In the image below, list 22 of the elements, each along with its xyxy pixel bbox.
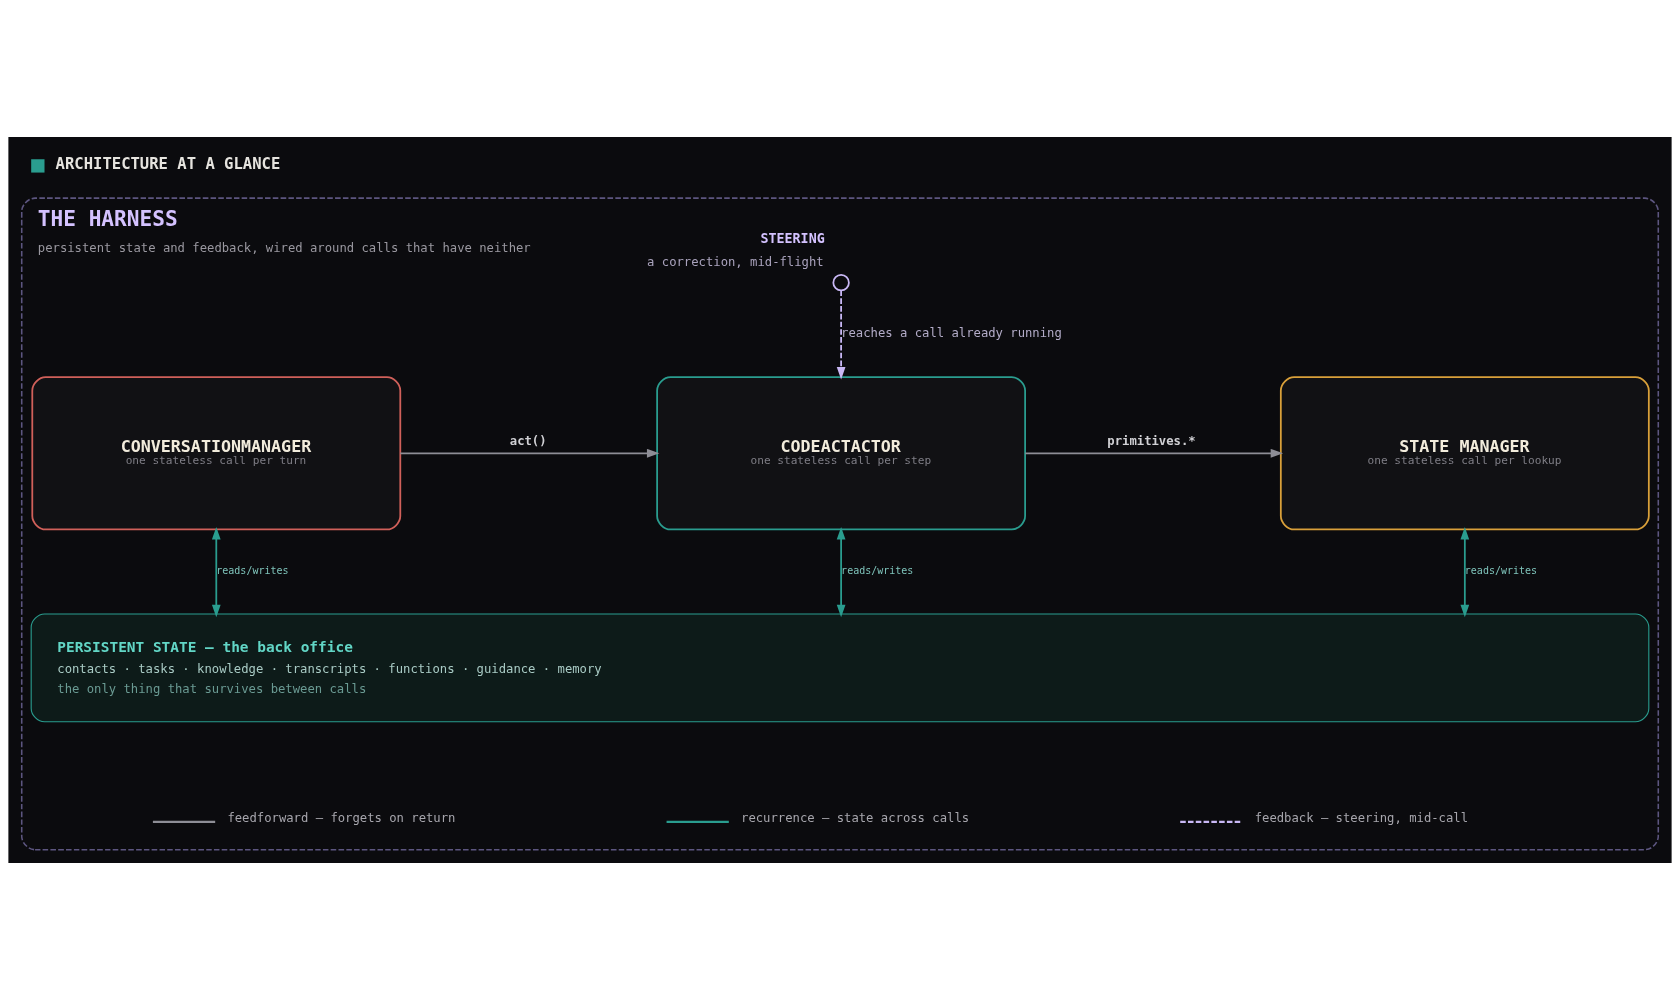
arrow bbox=[836, 289, 846, 380]
legend-label: feedback — steering, mid-call bbox=[1254, 810, 1469, 825]
edge-label: act() bbox=[509, 434, 547, 449]
edge-label: reads/writes bbox=[1464, 565, 1538, 577]
edge-label: reads/writes bbox=[216, 565, 289, 577]
edge-label: primitives.* bbox=[1107, 434, 1196, 449]
edge-label: reaches a call already running bbox=[841, 325, 1062, 340]
node-box: CODEACTACTOR one stateless call per step bbox=[656, 376, 1026, 531]
legend-label: recurrence — state across calls bbox=[741, 810, 970, 825]
node-box: STATE MANAGER one stateless call per lookup bbox=[1279, 376, 1650, 531]
arrow bbox=[211, 527, 221, 618]
node-circle bbox=[832, 273, 850, 292]
arrow bbox=[399, 448, 660, 458]
arrow bbox=[1460, 527, 1470, 618]
node-box: CONVERSATIONMANAGER one stateless call per turn bbox=[31, 376, 402, 531]
arrow bbox=[836, 527, 846, 618]
edge-label: reads/writes bbox=[841, 565, 914, 577]
node-label: a correction, mid-flight bbox=[647, 254, 824, 269]
diagram-title: ARCHITECTURE AT A GLANCE bbox=[55, 154, 281, 173]
node-label: STEERING bbox=[760, 231, 825, 247]
arrow bbox=[1024, 448, 1284, 458]
legend-label: feedforward — forgets on return bbox=[227, 810, 456, 825]
